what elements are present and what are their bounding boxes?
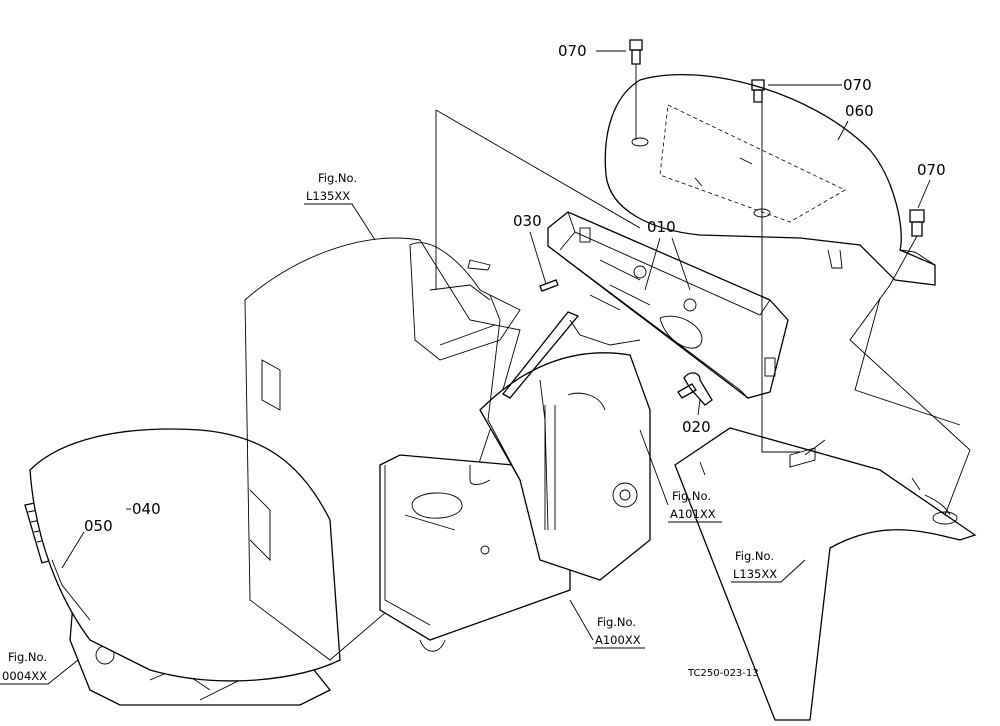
fig-ref-line1: Fig.No. — [318, 171, 357, 185]
meter-cover — [604, 74, 936, 286]
reference-lines — [51, 64, 971, 621]
bracket-right — [674, 427, 977, 721]
part-number: 070 — [843, 76, 872, 94]
fig-ref-l135-left: Fig.No. L135XX — [304, 171, 376, 241]
fig-ref-line1: Fig.No. — [735, 549, 774, 563]
drawing-code: TC250-023-13 — [687, 668, 759, 679]
fig-ref-a101: Fig.No. A101XX — [639, 429, 722, 523]
part-label-060: 060 — [837, 102, 874, 141]
meter-panel — [547, 211, 789, 399]
panel-right — [479, 352, 651, 581]
fig-ref-line1: Fig.No. — [597, 615, 636, 629]
part-number: 030 — [513, 212, 542, 230]
fig-ref-line2: L135XX — [733, 567, 777, 581]
fig-ref-line2: 0004XX — [2, 669, 47, 683]
part-number: 070 — [558, 42, 587, 60]
fasteners — [502, 39, 925, 406]
part-label-010: 010 — [644, 218, 691, 291]
shroud-upper — [409, 242, 521, 361]
part-label-050: 050 — [61, 517, 113, 569]
fig-ref-line2: L135XX — [306, 189, 350, 203]
part-label-040: 040 — [126, 500, 161, 518]
fig-ref-a100: Fig.No. A100XX — [569, 599, 645, 649]
part-label-070-top: 070 — [558, 42, 626, 60]
part-number: 060 — [845, 102, 874, 120]
fig-ref-line2: A101XX — [670, 507, 716, 521]
fig-ref-0004: Fig.No. 0004XX — [0, 650, 79, 685]
part-number: 020 — [682, 418, 711, 436]
fig-ref-line1: Fig.No. — [8, 650, 47, 664]
fig-ref-line1: Fig.No. — [672, 489, 711, 503]
part-number: 050 — [84, 517, 113, 535]
part-number: 070 — [917, 161, 946, 179]
part-number: 040 — [132, 500, 161, 518]
part-number: 010 — [647, 218, 676, 236]
center-mount-panel — [379, 454, 571, 652]
part-label-070-mid: 070 — [768, 76, 872, 94]
part-label-030: 030 — [513, 212, 547, 285]
part-label-070-right: 070 — [917, 161, 946, 209]
part-label-020: 020 — [682, 399, 711, 436]
fig-ref-line2: A100XX — [595, 633, 641, 647]
fig-ref-l135-right: Fig.No. L135XX — [731, 549, 806, 583]
